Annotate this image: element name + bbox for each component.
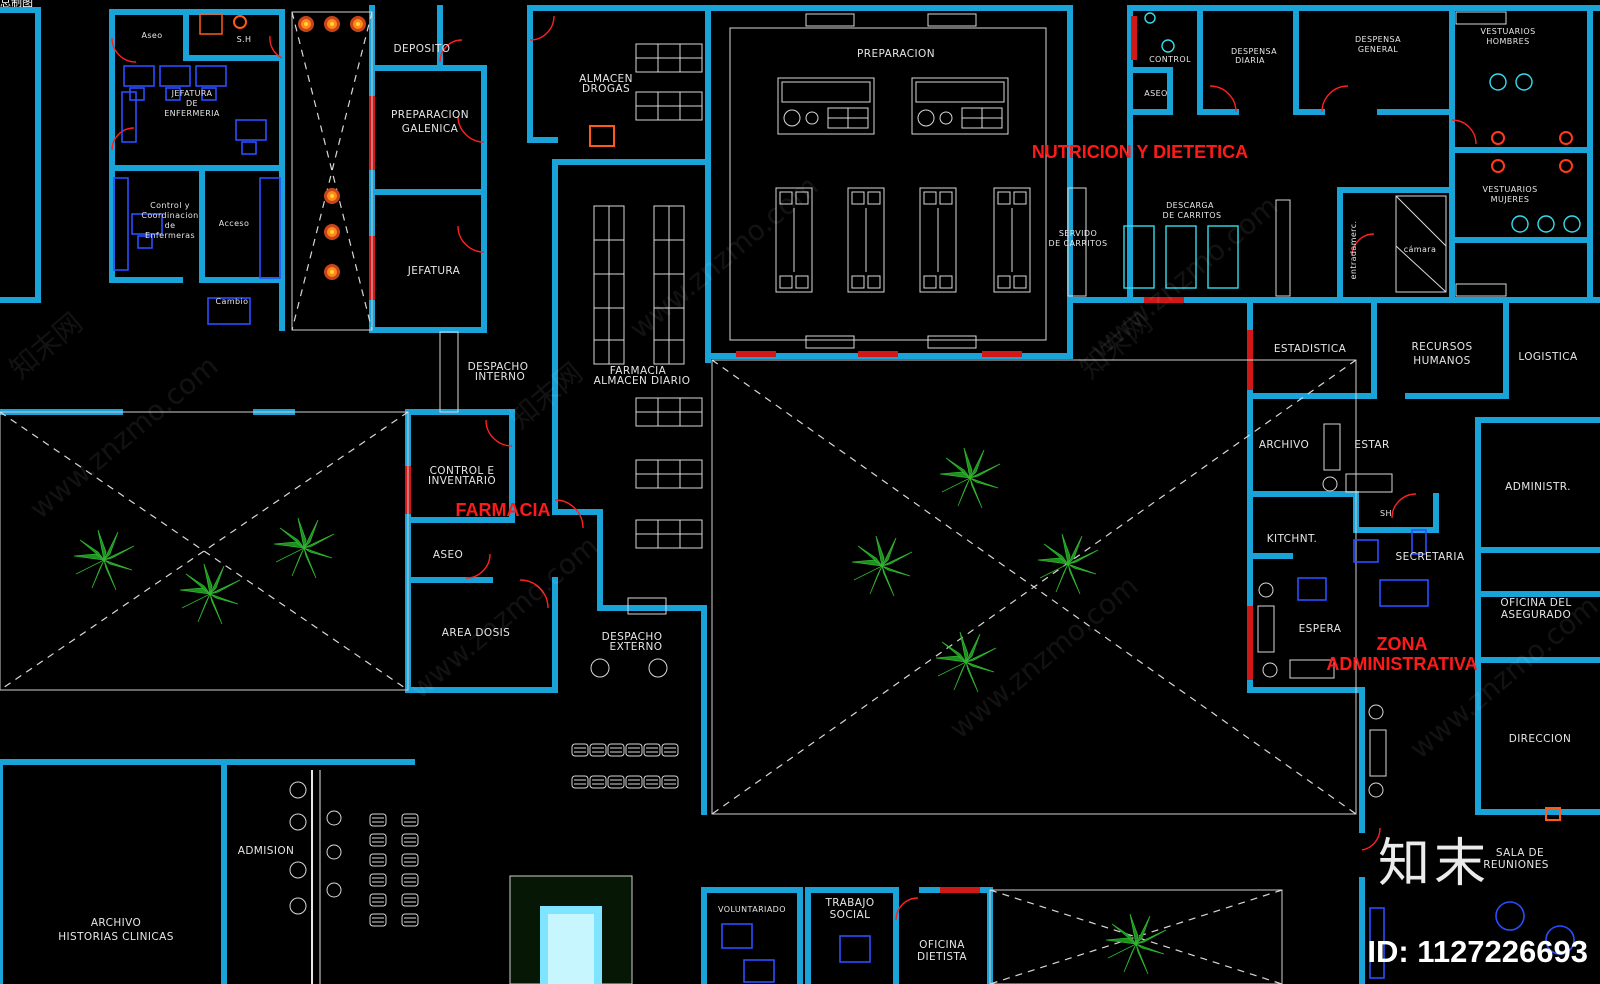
room-label-aseo-services: ASEO — [1144, 89, 1168, 98]
room-label-oficina-asegurado-2: ASEGURADO — [1501, 609, 1571, 621]
office-furniture — [113, 65, 1575, 983]
room-label-farmacia-almacen-2: ALMACEN DIARIO — [594, 375, 691, 387]
room-label-almacen-drogas-2: DROGAS — [582, 83, 630, 95]
room-label-entrada-mercancias: entradamerc. — [1349, 221, 1358, 280]
room-label-despacho-interno-2: INTERNO — [475, 371, 525, 383]
room-label-archivo-hc-1: ARCHIVO — [91, 917, 141, 929]
room-label-control-inv-1: CONTROL E — [430, 465, 495, 477]
room-label-aseo-farmacia: ASEO — [433, 549, 463, 561]
room-label-area-dosis: AREA DOSIS — [442, 627, 510, 639]
room-label-oficina-dietista-2: DIETISTA — [917, 951, 967, 963]
room-label-servido-2: DE CARRITOS — [1049, 239, 1108, 248]
room-label-acceso: Acceso — [219, 219, 250, 228]
room-label-control-enf-1: Control y — [150, 201, 190, 210]
room-label-voluntariado: VOLUNTARIADO — [718, 905, 786, 914]
site-watermarks: www.znzmo.com www.znzmo.com www.znzmo.co… — [3, 169, 1600, 765]
room-label-vestuarios-mujeres-2: MUJERES — [1491, 195, 1530, 204]
room-label-oficina-asegurado-1: OFICINA DEL — [1500, 597, 1571, 609]
room-label-despensa-general-1: DESPENSA — [1355, 35, 1401, 44]
room-label-archivo: ARCHIVO — [1259, 439, 1309, 451]
site-watermark-1: www.znzmo.com — [23, 349, 224, 525]
room-label-jefatura: JEFATURA — [407, 265, 461, 277]
room-label-trabajo-social-1: TRABAJO — [824, 897, 874, 909]
zone-label-farmacia: FARMACIA — [456, 500, 551, 520]
room-label-control-enf-3: de — [165, 221, 176, 230]
watermark-logo: 知末 — [1377, 834, 1490, 894]
zone-label-administrativa-line2: ADMINISTRATIVA — [1326, 654, 1477, 674]
zone-label-administrativa-line1: ZONA — [1377, 634, 1428, 654]
walls — [0, 5, 1600, 984]
room-label-almacen-drogas-1: ALMACEN — [579, 73, 633, 85]
room-label-trabajo-social-2: SOCIAL — [830, 909, 871, 921]
room-label-despensa-general-2: GENERAL — [1358, 45, 1398, 54]
room-label-sh-admin: SH — [1380, 509, 1392, 518]
admin-lounge-furniture — [1257, 423, 1393, 798]
kitchen-equipment — [729, 13, 1291, 349]
room-label-jefatura-enf-1: JEFATURA — [171, 89, 213, 98]
room-labels: Aseo S.H JEFATURA DE ENFERMERIA Control … — [58, 27, 1578, 963]
room-label-estadistica: ESTADISTICA — [1274, 343, 1347, 355]
room-label-jefatura-enf-2: DE — [186, 99, 198, 108]
room-label-camara: cámara — [1404, 245, 1437, 254]
room-label-control-services: CONTROL — [1149, 55, 1191, 64]
room-label-vestuarios-mujeres-1: VESTUARIOS — [1482, 185, 1537, 194]
room-label-kitchnt: KITCHNT. — [1267, 533, 1318, 545]
room-label-secretaria: SECRETARIA — [1396, 551, 1465, 563]
room-label-despensa-diaria-2: DIARIA — [1235, 56, 1265, 65]
room-label-prep-galenica-1: PREPARACION — [391, 109, 469, 121]
room-label-despacho-externo-2: EXTERNO — [610, 641, 663, 653]
shrubs — [298, 16, 624, 900]
room-label-administr: ADMINISTR. — [1505, 481, 1571, 493]
room-label-descarga-2: DE CARRITOS — [1163, 211, 1222, 220]
room-label-jefatura-enf-3: ENFERMERIA — [164, 109, 220, 118]
room-label-logistica: LOGISTICA — [1518, 351, 1578, 363]
waiting-seats — [289, 597, 679, 984]
room-label-cambio: Cambio — [216, 297, 249, 306]
room-label-control-inv-2: INVENTARIO — [428, 475, 496, 487]
room-label-sala-reuniones-1: SALA DE — [1496, 847, 1544, 859]
drawing-corner-tag: 总制图 — [0, 0, 33, 9]
zone-label-nutricion: NUTRICION Y DIETETICA — [1032, 142, 1248, 162]
room-label-sh-top: S.H — [237, 35, 252, 44]
room-label-estar: ESTAR — [1354, 439, 1389, 451]
room-label-espera: ESPERA — [1299, 623, 1342, 635]
room-label-vestuarios-hombres-2: HOMBRES — [1486, 37, 1529, 46]
site-watermark-4: www.znzmo.com — [943, 569, 1144, 745]
watermark-id: ID: 1127226693 — [1367, 934, 1588, 969]
room-label-vestuarios-hombres-1: VESTUARIOS — [1480, 27, 1535, 36]
room-label-despacho-externo-1: DESPACHO — [602, 631, 663, 643]
room-label-sala-reuniones-2: REUNIONES — [1483, 859, 1549, 871]
room-label-aseo-top: Aseo — [141, 31, 162, 40]
room-label-oficina-dietista-1: OFICINA — [919, 939, 965, 951]
water-feature — [509, 875, 633, 984]
patios — [0, 11, 1357, 984]
room-label-recursos-humanos-2: HUMANOS — [1413, 355, 1470, 367]
room-label-control-enf-4: Enfermeras — [145, 231, 195, 240]
room-label-despacho-interno-1: DESPACHO — [468, 361, 529, 373]
room-label-admision: ADMISION — [238, 845, 295, 857]
room-label-deposito: DEPOSITO — [394, 43, 451, 55]
room-label-recursos-humanos-1: RECURSOS — [1411, 341, 1472, 353]
room-label-preparacion: PREPARACION — [857, 48, 935, 60]
pharmacy-shelving — [439, 43, 703, 549]
room-label-servido-1: SERVIDO — [1059, 229, 1097, 238]
room-label-archivo-hc-2: HISTORIAS CLINICAS — [58, 931, 174, 943]
door-swings — [111, 15, 1477, 921]
room-label-prep-galenica-2: GALENICA — [402, 123, 459, 135]
room-label-control-enf-2: Coordinacion — [141, 211, 198, 220]
room-label-farmacia-almacen-1: FARMACIA — [610, 365, 667, 377]
room-label-descarga-1: DESCARGA — [1166, 201, 1214, 210]
room-label-despensa-diaria-1: DESPENSA — [1231, 47, 1277, 56]
room-label-direccion: DIRECCION — [1509, 733, 1572, 745]
site-watermark-cn-1: 知末网 — [3, 306, 89, 385]
service-fixtures — [199, 11, 1581, 821]
